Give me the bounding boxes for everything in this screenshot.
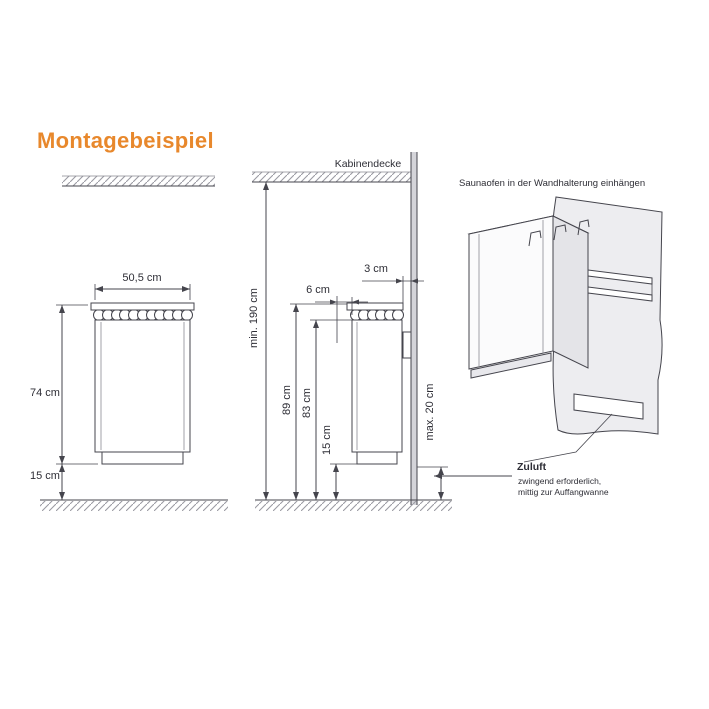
ceiling-label: Kabinendecke [335,158,402,170]
front-clearance-dimension: 15 cm [30,464,65,500]
front-heater-base [101,451,184,465]
iso-caption: Saunaofen in der Wandhalterung einhängen [459,178,645,189]
iso-heater-front [468,215,554,370]
front-gap-dimension: 6 cm [306,284,368,343]
side-clearance-dimension: 15 cm [321,425,357,500]
front-heater [90,302,195,465]
front-clearance-label: 15 cm [30,470,60,482]
side-heater-body [351,319,403,453]
front-floor-hatch [40,499,228,511]
air-inlet-opening [573,393,644,420]
front-height-label: 74 cm [30,387,60,399]
iso-heater [467,215,590,379]
iso-drip-tray [470,352,552,379]
front-view-diagram: 50,5 cm [30,175,228,511]
min-height-dimension: min. 190 cm [248,182,269,500]
side-ceiling-hatch [252,171,411,183]
side-heater-base [356,451,398,465]
max-inlet-label: max. 20 cm [424,384,436,441]
side-wall [410,152,418,505]
front-height-dimension: 74 cm [30,304,98,465]
iso-heater-side [552,215,589,369]
side-view-diagram: Kabinendecke min. 190 cm [248,152,452,511]
top-height-dimension: 89 cm [281,303,347,500]
air-inlet-label: Zuluft [517,461,547,473]
front-width-dimension: 50,5 cm [94,272,191,300]
min-height-label: min. 190 cm [248,288,260,348]
front-heater-body [94,319,191,453]
front-heater-top-rim [90,302,195,311]
side-floor-hatch [255,499,452,511]
body-height-label: 83 cm [301,388,313,418]
max-inlet-dimension: max. 20 cm [417,384,448,500]
page-title: Montagebeispiel [37,128,214,153]
side-heater [346,302,412,465]
air-inlet-leader-line [523,413,613,463]
top-height-label: 89 cm [281,385,293,415]
wall-gap-dimension: 3 cm [362,263,424,303]
iso-view-diagram: Saunaofen in der Wandhalterung einhängen [434,178,663,497]
air-inlet-note-line2: mittig zur Auffangwanne [518,487,609,497]
side-clearance-label: 15 cm [321,425,333,455]
side-heater-top-rim [346,302,404,311]
front-width-label: 50,5 cm [122,272,161,284]
side-heater-stones [350,309,404,321]
front-gap-label: 6 cm [306,284,330,296]
wall-gap-label: 3 cm [364,263,388,275]
front-ceiling-hatch [62,175,215,187]
body-height-dimension: 83 cm [301,319,352,500]
front-heater-stones [93,309,193,321]
wall-bracket-side [402,331,412,359]
air-inlet-note-line1: zwingend erforderlich, [518,476,601,486]
iso-hanging-hooks [528,219,590,247]
